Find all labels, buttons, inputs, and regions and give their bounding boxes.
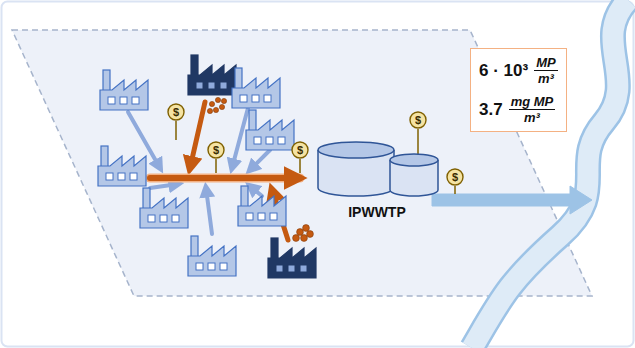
microplastic-particle [209,101,214,106]
microplastic-particle [303,225,310,232]
microplastic-particle [307,231,314,238]
microplastic-particle [301,235,308,242]
collector-pipe [150,175,298,181]
factory-icon [98,146,146,186]
feeder-arrow [150,184,178,188]
outflow-arrow [432,186,592,214]
factory-icon [188,55,236,95]
treatment-plant: IPWWTP [312,138,442,220]
unit-fraction: mg MPm³ [509,94,556,125]
microplastic-particle [293,235,300,242]
unit-numerator: mg MP [509,94,556,109]
feeder-arrow [250,150,270,170]
coin-stick [454,186,456,194]
collector-pipe-edge [150,174,300,183]
unit-denominator: m³ [536,71,556,86]
coin-stick [175,121,177,140]
value-row: 3.7 mg MPm³ [479,94,558,125]
microplastic-particle [221,98,226,103]
fraction-bar [509,109,556,110]
polluted-feeder [190,102,205,168]
cost-coin: $ [291,141,309,159]
factory-icon [232,68,280,108]
cost-coin: $ [446,168,464,186]
unit-numerator: MP [534,55,558,70]
cost-coin: $ [207,141,225,159]
factory-icon [238,186,286,226]
factory-icon [100,70,148,110]
value-text: 3.7 [479,100,503,120]
plant-label: IPWWTP [312,204,442,220]
microplastic-particle [219,104,224,109]
value-row: 6 · 10³ MPm³ [479,55,558,86]
cost-symbol: $ [213,145,219,156]
cost-symbol: $ [297,145,303,156]
factory-icon [268,238,316,278]
factory-icon [140,188,188,228]
factory-icon [246,110,294,150]
unit-denominator: m³ [522,110,542,125]
feeder-arrow [250,186,262,196]
factory-icon [188,236,236,276]
industrial-area [12,30,592,296]
value-text: 6 · 10³ [479,61,528,81]
unit-fraction: MPm³ [534,55,558,86]
microplastic-particle [215,97,220,102]
microplastic-particle [297,229,304,236]
cost-symbol: $ [173,107,179,118]
cost-coin: $ [409,111,427,129]
result-box: 6 · 10³MPm³3.7mg MPm³ [470,48,567,132]
fraction-bar [534,70,558,71]
microplastic-particle [213,107,218,112]
feeder-arrow [206,188,212,234]
coin-stick [215,159,217,173]
cost-symbol: $ [452,172,458,183]
cost-coin: $ [167,103,185,121]
microplastic-particle [207,108,212,113]
cost-symbol: $ [415,115,421,126]
coin-stick [299,159,301,173]
